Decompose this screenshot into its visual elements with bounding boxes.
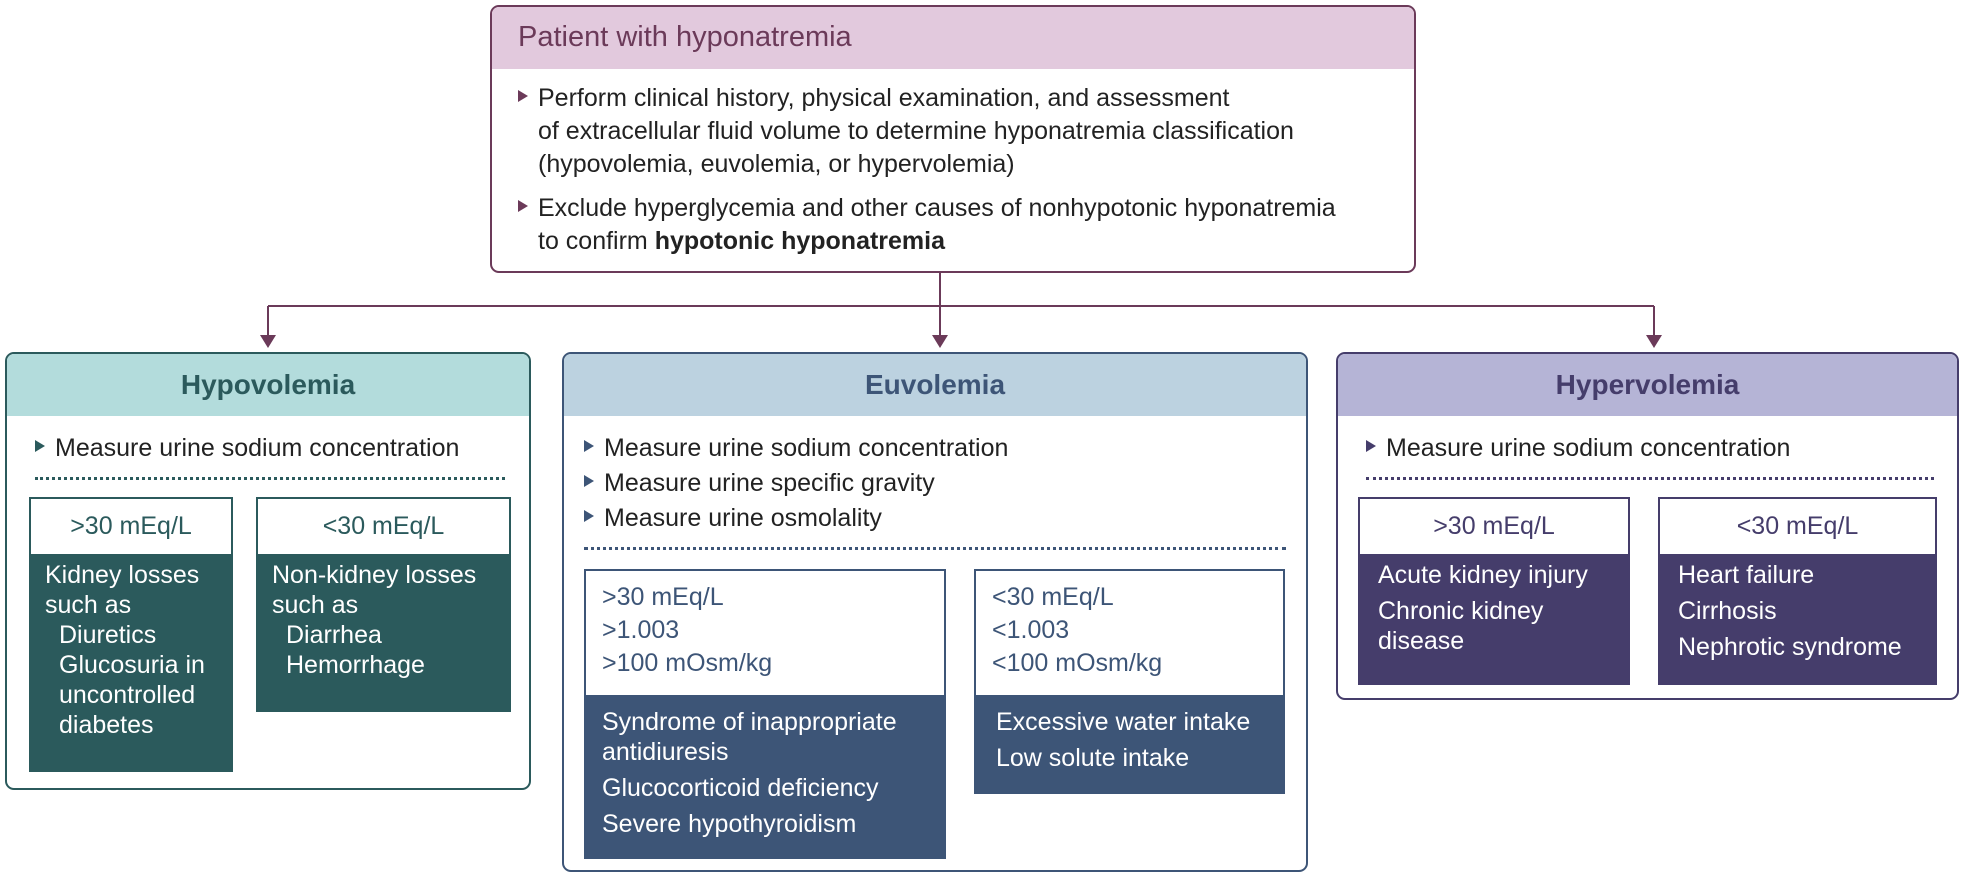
divider bbox=[1366, 477, 1934, 480]
bullet-icon bbox=[35, 440, 45, 452]
bullet-icon bbox=[518, 200, 528, 212]
box-body: Acute kidney injury Chronic kidney disea… bbox=[1360, 554, 1628, 683]
arrow-center bbox=[932, 335, 948, 348]
threshold-sodium: <30 mEq/L bbox=[992, 583, 1114, 611]
box-body: Heart failure Cirrhosis Nephrotic syndro… bbox=[1660, 554, 1935, 683]
divider bbox=[35, 477, 505, 480]
euvolemia-measure-sodium: Measure urine sodium concentration bbox=[604, 434, 1009, 462]
bullet-icon bbox=[584, 475, 594, 487]
hypervolemia-panel: Hypervolemia Measure urine sodium concen… bbox=[1336, 352, 1959, 700]
hypovolemia-low-sodium-box: <30 mEq/L Non-kidney losses such as Diar… bbox=[256, 497, 511, 712]
cause-text: Heart failure bbox=[1678, 561, 1815, 589]
bullet-icon bbox=[584, 440, 594, 452]
cause-item: Diarrhea bbox=[286, 621, 382, 649]
bullet-assessment-line: of extracellular fluid volume to determi… bbox=[538, 117, 1294, 145]
bullet-icon bbox=[1366, 440, 1376, 452]
cause-item: Diuretics bbox=[59, 621, 157, 649]
cause-text: Non-kidney losses bbox=[272, 561, 477, 589]
hypervolemia-low-sodium-box: <30 mEq/L Heart failure Cirrhosis Nephro… bbox=[1658, 497, 1937, 685]
box-header: >30 mEq/L bbox=[70, 512, 192, 540]
hypervolemia-high-sodium-box: >30 mEq/L Acute kidney injury Chronic ki… bbox=[1358, 497, 1630, 685]
euvolemia-panel: Euvolemia Measure urine sodium concentra… bbox=[562, 352, 1308, 872]
cause-item: uncontrolled bbox=[59, 681, 196, 709]
euvolemia-measure-osmolality: Measure urine osmolality bbox=[604, 504, 882, 532]
euvolemia-low-box: <30 mEq/L <1.003 <100 mOsm/kg Excessive … bbox=[974, 569, 1285, 794]
cause-text: Severe hypothyroidism bbox=[602, 810, 857, 838]
bullet-assessment-line: Perform clinical history, physical exami… bbox=[538, 84, 1230, 112]
threshold-gravity: >1.003 bbox=[602, 616, 680, 644]
bullet-exclude-emphasis: hypotonic hyponatremia bbox=[654, 227, 946, 255]
threshold-osmolality: <100 mOsm/kg bbox=[992, 649, 1163, 677]
cause-text: disease bbox=[1378, 627, 1465, 655]
cause-text: such as bbox=[45, 591, 132, 619]
hypovolemia-title: Hypovolemia bbox=[7, 354, 529, 416]
threshold-sodium: >30 mEq/L bbox=[602, 583, 724, 611]
cause-text: Chronic kidney bbox=[1378, 597, 1544, 625]
arrow-left bbox=[260, 335, 276, 348]
hypovolemia-high-sodium-box: >30 mEq/L Kidney losses such as Diuretic… bbox=[29, 497, 233, 772]
cause-text: such as bbox=[272, 591, 359, 619]
cause-text: Syndrome of inappropriate bbox=[602, 708, 897, 736]
bullet-exclude: Exclude hyperglycemia and other causes o… bbox=[538, 192, 1336, 258]
threshold-osmolality: >100 mOsm/kg bbox=[602, 649, 773, 677]
bullet-icon bbox=[584, 510, 594, 522]
box-body: Non-kidney losses such as Diarrhea Hemor… bbox=[258, 554, 509, 710]
cause-text: Cirrhosis bbox=[1678, 597, 1777, 625]
cause-text: Acute kidney injury bbox=[1378, 561, 1588, 589]
box-header: >30 mEq/L >1.003 >100 mOsm/kg bbox=[586, 571, 944, 695]
cause-text: Excessive water intake bbox=[996, 708, 1251, 736]
cause-text: Glucocorticoid deficiency bbox=[602, 774, 879, 802]
bullet-assessment-line: (hypovolemia, euvolemia, or hypervolemia… bbox=[538, 150, 1015, 178]
box-header: <30 mEq/L bbox=[322, 512, 445, 540]
patient-box-title: Patient with hyponatremia bbox=[492, 7, 1414, 69]
bullet-exclude-text: to confirm bbox=[538, 227, 655, 255]
hypovolemia-panel: Hypovolemia Measure urine sodium concent… bbox=[5, 352, 531, 790]
box-body: Excessive water intake Low solute intake bbox=[976, 695, 1283, 792]
cause-text: Nephrotic syndrome bbox=[1678, 633, 1902, 661]
cause-text: Low solute intake bbox=[996, 744, 1190, 772]
euvolemia-high-box: >30 mEq/L >1.003 >100 mOsm/kg Syndrome o… bbox=[584, 569, 946, 859]
cause-text: antidiuresis bbox=[602, 738, 729, 766]
box-header: >30 mEq/L bbox=[1433, 512, 1555, 540]
threshold-gravity: <1.003 bbox=[992, 616, 1070, 644]
hypervolemia-title: Hypervolemia bbox=[1338, 354, 1957, 416]
cause-item: Glucosuria in bbox=[59, 651, 205, 679]
patient-box: Patient with hyponatremia Perform clinic… bbox=[490, 5, 1416, 273]
cause-item: diabetes bbox=[59, 711, 154, 739]
box-header: <30 mEq/L bbox=[1736, 512, 1859, 540]
arrow-right bbox=[1646, 335, 1662, 348]
bullet-exclude-line: Exclude hyperglycemia and other causes o… bbox=[538, 194, 1336, 222]
box-body: Syndrome of inappropriate antidiuresis G… bbox=[586, 695, 944, 857]
hypovolemia-measure: Measure urine sodium concentration bbox=[55, 434, 460, 462]
cause-item: Hemorrhage bbox=[286, 651, 425, 679]
box-header: <30 mEq/L <1.003 <100 mOsm/kg bbox=[976, 571, 1283, 695]
box-body: Kidney losses such as Diuretics Glucosur… bbox=[31, 554, 231, 770]
divider bbox=[584, 547, 1286, 550]
euvolemia-title: Euvolemia bbox=[564, 354, 1306, 416]
bullet-icon bbox=[518, 90, 528, 102]
bullet-assessment: Perform clinical history, physical exami… bbox=[538, 82, 1294, 181]
euvolemia-measure-gravity: Measure urine specific gravity bbox=[604, 469, 935, 497]
hypervolemia-measure: Measure urine sodium concentration bbox=[1386, 434, 1791, 462]
cause-text: Kidney losses bbox=[45, 561, 200, 589]
